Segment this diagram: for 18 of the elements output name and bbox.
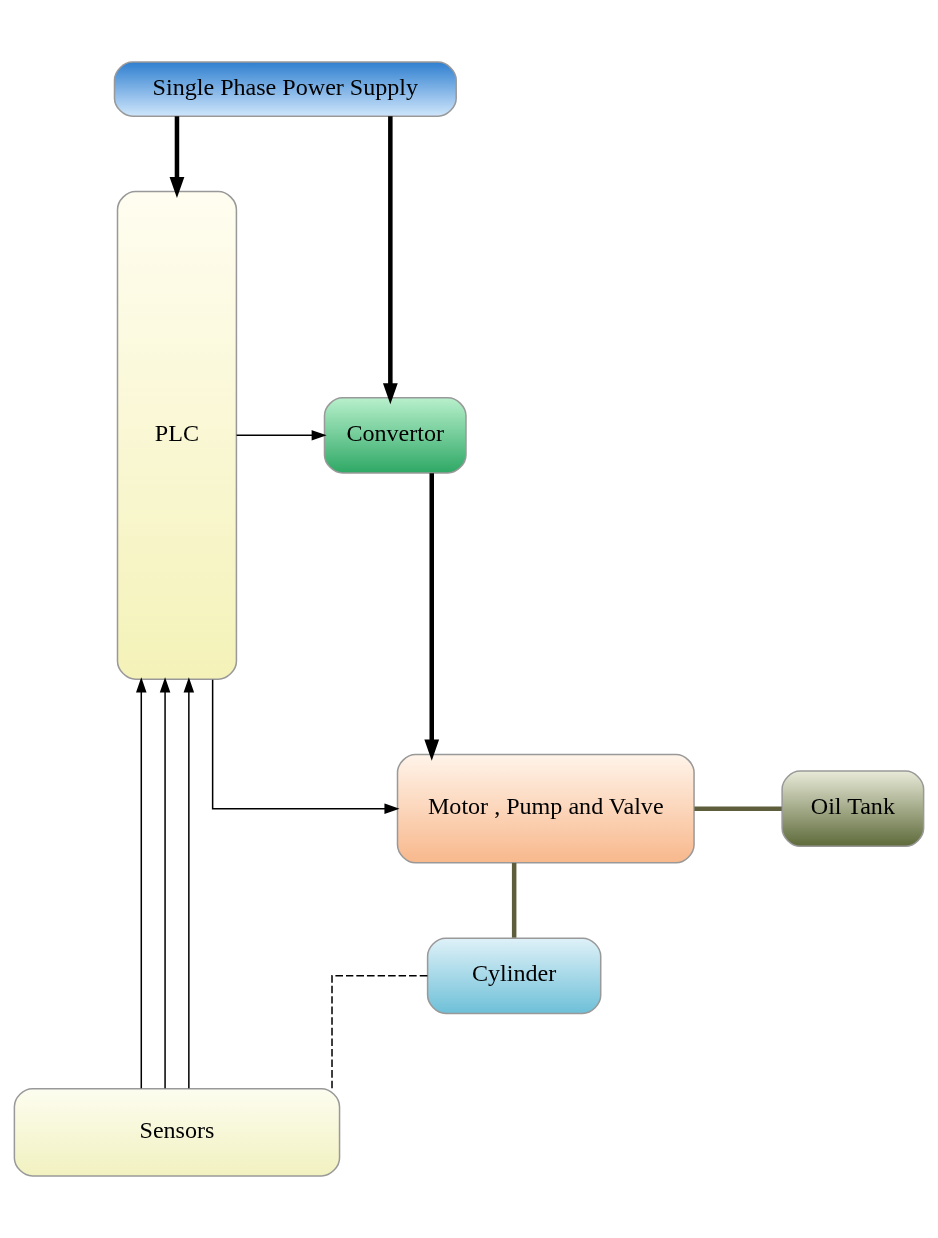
arrow (183, 677, 195, 1089)
node-box: Sensors (13, 1087, 341, 1177)
node-box: Convertor (323, 396, 467, 474)
connector (331, 975, 429, 1090)
arrow (159, 677, 171, 1089)
node-box: Cylinder (426, 937, 602, 1015)
connector (694, 806, 782, 811)
node-box: Motor , Pump and Valve (396, 753, 695, 864)
arrow (235, 430, 327, 441)
node-box: Single Phase Power Supply (113, 61, 457, 117)
node-box: Oil Tank (781, 770, 925, 848)
arrow (382, 116, 398, 405)
arrow (211, 678, 400, 814)
arrow (136, 677, 147, 1089)
connector (511, 862, 517, 938)
arrow (169, 116, 185, 198)
node-box: PLC (116, 190, 238, 680)
arrow (424, 473, 440, 761)
